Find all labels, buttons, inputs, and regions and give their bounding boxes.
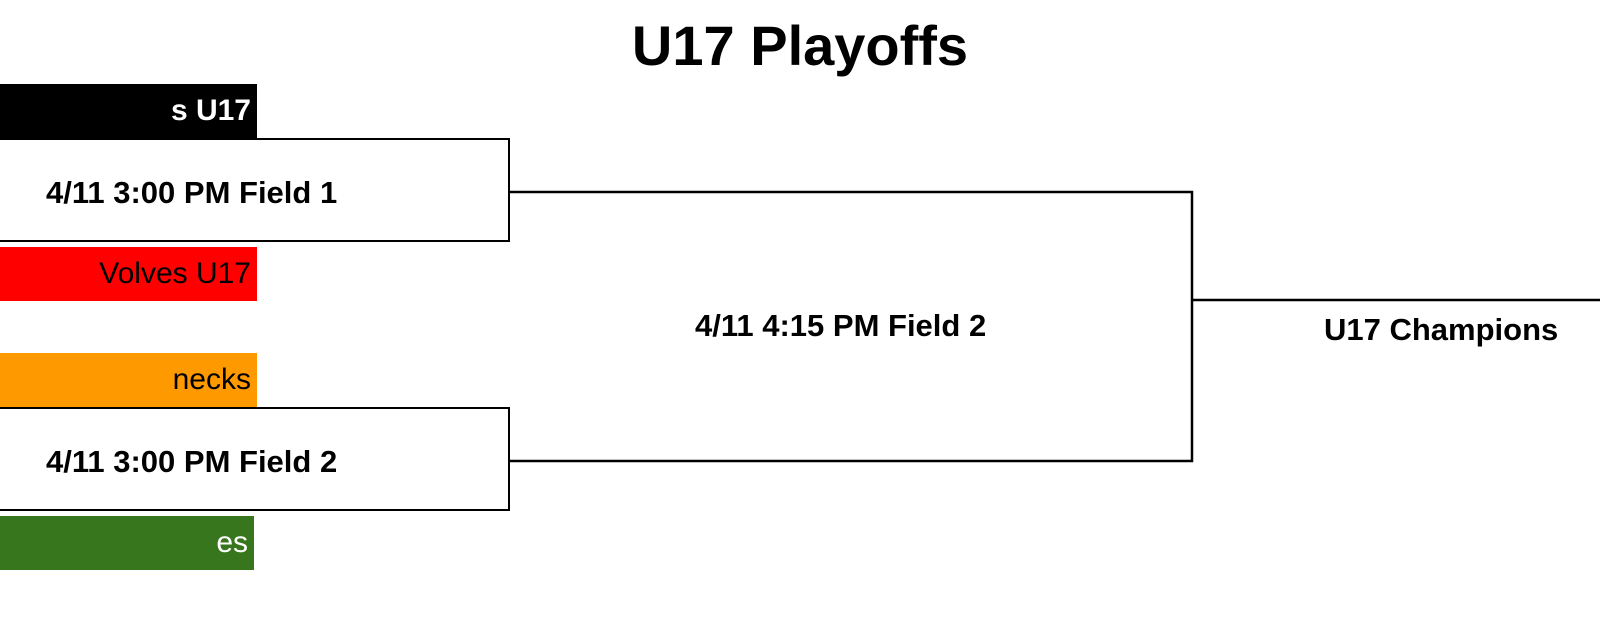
team-name: necks <box>172 363 251 396</box>
team-name: es <box>216 526 248 559</box>
team-name: s U17 <box>170 94 251 127</box>
team-slot-2: Volves U17 <box>0 247 257 301</box>
semifinal-1-box <box>0 138 510 242</box>
bracket-title: U17 Playoffs <box>631 14 969 77</box>
team-slot-3: necks <box>0 353 257 407</box>
team-slot-1: s U17 <box>0 84 257 138</box>
semifinal-2-label: 4/11 3:00 PM Field 2 <box>46 444 338 479</box>
team-slot-4: es <box>0 516 254 570</box>
semifinal-2-box <box>0 407 510 511</box>
team-name: Volves U17 <box>99 257 251 290</box>
champion-label: U17 Champions <box>1324 312 1559 347</box>
semifinal-1-label: 4/11 3:00 PM Field 1 <box>46 175 338 210</box>
final-match-label: 4/11 4:15 PM Field 2 <box>695 308 987 343</box>
